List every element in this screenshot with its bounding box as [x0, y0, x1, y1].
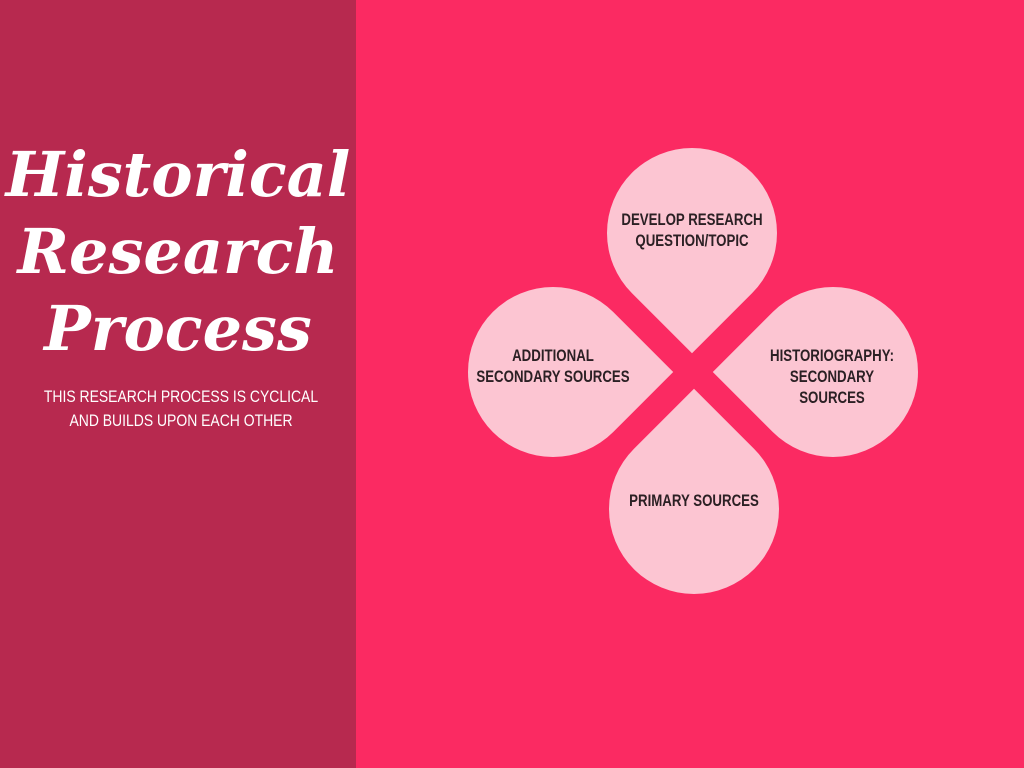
title-line: Historical	[5, 138, 351, 211]
label-line: Historiography:	[769, 346, 895, 365]
slide-subtitle: This research process is cyclical and bu…	[33, 385, 330, 433]
label-line: Question/Topic	[635, 231, 749, 250]
subtitle-line: This research process is cyclical	[43, 387, 319, 406]
label-line: Sources	[799, 388, 865, 407]
label-line: Secondary	[789, 367, 875, 386]
label-line: Secondary Sources	[476, 367, 630, 386]
petal-label-right: Historiography: Secondary Sources	[754, 345, 910, 408]
label-line: Primary Sources	[629, 491, 759, 510]
petal-label-bottom: Primary Sources	[616, 490, 772, 511]
slide-title: Historical Research Process	[0, 136, 356, 367]
petal-label-top: Develop Research Question/Topic	[614, 209, 770, 251]
subtitle-line: and builds upon each other	[69, 411, 293, 430]
label-line: Develop Research	[621, 210, 763, 229]
left-title-panel: Historical Research Process This researc…	[0, 0, 356, 768]
title-line: Process	[44, 292, 312, 365]
title-line: Research	[17, 215, 339, 288]
petal-label-left: Additional Secondary Sources	[475, 345, 631, 387]
label-line: Additional	[512, 346, 594, 365]
